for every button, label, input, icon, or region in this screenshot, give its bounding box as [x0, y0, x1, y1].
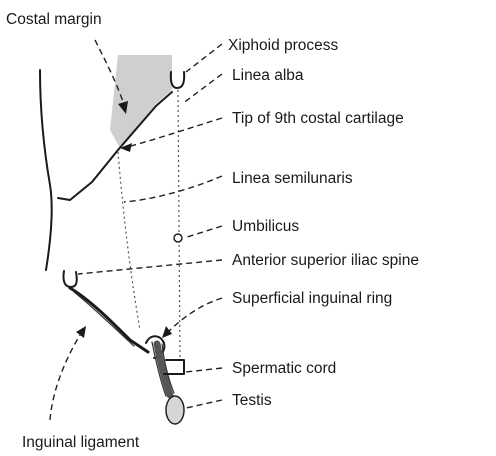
xiphoid-process-shape [171, 72, 184, 88]
label-tip-9th-costal-cartilage: Tip of 9th costal cartilage [232, 110, 404, 127]
leader-testis [186, 400, 222, 408]
arrow-inguinal-ligament [76, 326, 86, 338]
shaded-hypochondrium [110, 55, 172, 148]
label-linea-semilunaris: Linea semilunaris [232, 170, 353, 187]
label-costal-margin: Costal margin [6, 11, 102, 28]
leader-linea-alba [182, 74, 222, 104]
linea-semilunaris-line [118, 152, 140, 330]
label-inguinal-ligament: Inguinal ligament [22, 434, 140, 451]
leader-linea-semilunaris [124, 176, 222, 202]
label-xiphoid-process: Xiphoid process [228, 37, 339, 54]
linea-alba-line [178, 90, 180, 360]
leader-spermatic-cord [186, 368, 222, 372]
label-linea-alba: Linea alba [232, 67, 304, 84]
leader-xiphoid [186, 44, 222, 72]
arrow-superficial-ring [162, 326, 172, 338]
label-spermatic-cord: Spermatic cord [232, 360, 336, 377]
label-testis: Testis [232, 392, 272, 409]
label-superficial-inguinal-ring: Superficial inguinal ring [232, 290, 392, 307]
testis-shape [166, 396, 184, 424]
body-outline [40, 70, 52, 270]
leader-asis [78, 260, 222, 274]
label-umbilicus: Umbilicus [232, 218, 299, 235]
label-asis: Anterior superior iliac spine [232, 252, 419, 269]
inguinal-ligament-inner [74, 292, 134, 346]
asis-shape [63, 271, 76, 287]
umbilicus-circle [174, 234, 182, 242]
leader-superficial-ring [166, 298, 222, 334]
leader-inguinal-ligament [50, 335, 80, 420]
leader-umbilicus [184, 226, 222, 238]
